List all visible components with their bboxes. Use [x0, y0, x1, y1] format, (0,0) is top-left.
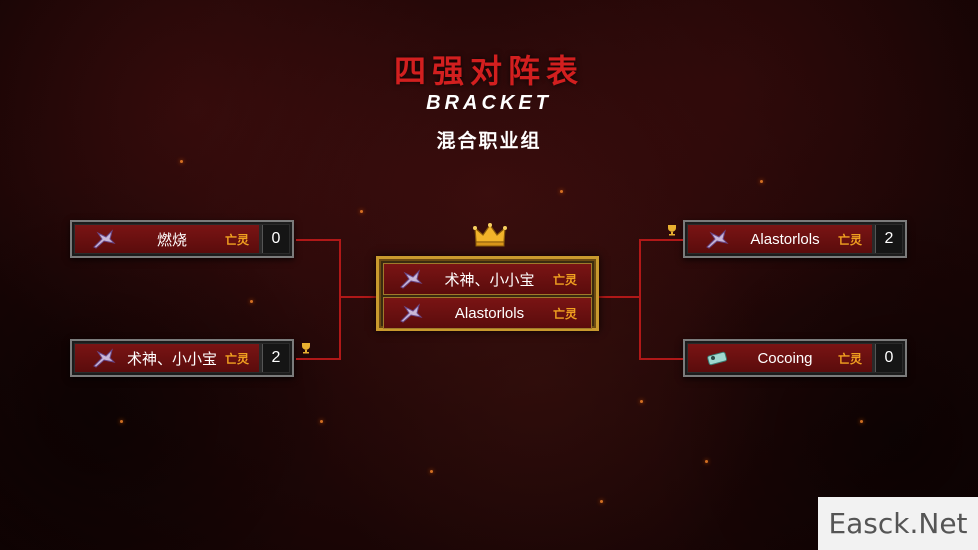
bracket-slot-left-2[interactable]: 术神、小小宝 亡灵 2: [70, 339, 294, 377]
connector-line: [296, 358, 340, 360]
player-class: 亡灵: [837, 351, 862, 366]
connector-line: [339, 239, 341, 360]
connector-line: [599, 296, 641, 298]
player-class: 亡灵: [224, 351, 249, 366]
ember: [120, 420, 123, 423]
bracket-slot-right-2[interactable]: Cocoing 亡灵 0: [683, 339, 907, 377]
ember: [560, 190, 563, 193]
page-subtitle: BRACKET: [426, 92, 552, 114]
necromancer-class-icon: [396, 301, 426, 325]
ember: [860, 420, 863, 423]
crown-icon: [473, 222, 507, 248]
bracket-slot-right-1[interactable]: Alastorlols 亡灵 2: [683, 220, 907, 258]
player-class: 亡灵: [552, 306, 577, 321]
demon-hunter-class-icon: [702, 345, 732, 371]
watermark: Easck.Net: [818, 497, 978, 550]
final-slot-1[interactable]: 术神、小小宝 亡灵: [383, 263, 592, 295]
player-score: 0: [262, 225, 289, 253]
ember: [600, 500, 603, 503]
connector-line: [639, 358, 683, 360]
necromancer-class-icon: [89, 226, 119, 252]
connector-line: [296, 239, 340, 241]
player-name: Alastorlols: [454, 304, 525, 322]
player-class: 亡灵: [224, 232, 249, 247]
ember: [320, 420, 323, 423]
ember: [250, 300, 253, 303]
group-label: 混合职业组: [436, 131, 542, 152]
player-class: 亡灵: [552, 272, 577, 287]
ember: [705, 460, 708, 463]
bracket-slot-left-1[interactable]: 燃烧 亡灵 0: [70, 220, 294, 258]
connector-line: [639, 239, 683, 241]
trophy-icon: [666, 224, 678, 239]
ember: [640, 400, 643, 403]
ember: [180, 160, 183, 163]
player-class: 亡灵: [837, 232, 862, 247]
page-title: 四强对阵表: [393, 52, 584, 90]
player-score: 2: [262, 344, 289, 372]
player-name: 燃烧: [156, 231, 187, 249]
ember: [760, 180, 763, 183]
connector-line: [639, 239, 641, 360]
player-name: 术神、小小宝: [444, 271, 535, 289]
player-score: 2: [875, 225, 902, 253]
final-slot-2[interactable]: Alastorlols 亡灵: [383, 297, 592, 329]
player-score: 0: [875, 344, 902, 372]
necromancer-class-icon: [702, 226, 732, 252]
player-name: Cocoing: [757, 349, 813, 367]
necromancer-class-icon: [89, 345, 119, 371]
necromancer-class-icon: [396, 267, 426, 291]
player-name: 术神、小小宝: [126, 350, 217, 368]
player-name: Alastorlols: [750, 230, 820, 248]
ember: [360, 210, 363, 213]
trophy-icon: [300, 342, 312, 357]
connector-line: [339, 296, 377, 298]
ember: [430, 470, 433, 473]
final-match[interactable]: 术神、小小宝 亡灵 Alastorlols 亡灵: [376, 256, 599, 331]
